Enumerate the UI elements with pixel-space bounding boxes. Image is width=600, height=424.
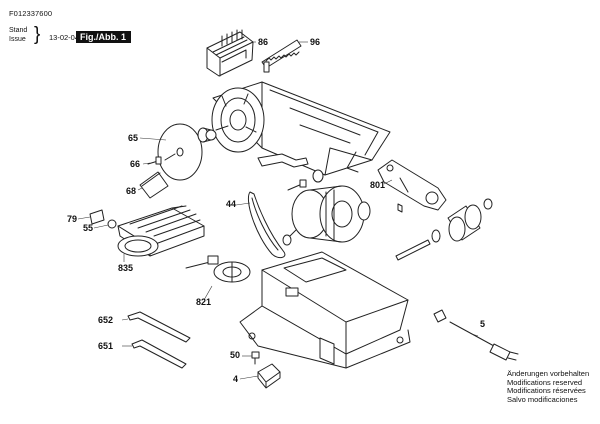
part-68-guard (139, 171, 169, 199)
callout-801: 801 (370, 180, 386, 190)
drum-roller (395, 198, 493, 261)
base-unit (239, 251, 411, 369)
part-66-screw (147, 156, 162, 165)
motor-assembly (282, 185, 371, 246)
callout-68: 68 (126, 186, 137, 196)
callout-50: 50 (230, 350, 241, 360)
callout-55: 55 (83, 223, 94, 233)
notice-en: Modifications reserved (507, 377, 583, 387)
modification-notice: Änderungen vorbehalten Modifications res… (507, 369, 590, 404)
callout-5: 5 (480, 319, 486, 329)
stand-label: Stand (9, 27, 28, 34)
callout-79: 79 (67, 214, 78, 224)
part-821-guide (185, 255, 251, 283)
part-50-screw (251, 351, 260, 365)
part-5-cable (433, 309, 519, 361)
figure-label: Fig./Abb. 1 (76, 31, 131, 43)
notice-de: Änderungen vorbehalten (507, 369, 590, 378)
callout-65: 65 (128, 133, 139, 143)
notice-fr: Modifications réservées (507, 386, 586, 396)
parts-hex-keys (127, 311, 191, 369)
part-835-table (117, 205, 205, 257)
stand-issue-labels: Stand Issue (9, 27, 27, 44)
callout-86: 86 (258, 37, 269, 47)
callout-835: 835 (118, 263, 134, 273)
issue-date: 13-02-04 (49, 33, 80, 42)
motor-screw (287, 169, 324, 191)
callout-44: 44 (226, 199, 237, 209)
part-86-guard (206, 29, 254, 77)
document-id: F012337600 (9, 9, 53, 18)
leader-lines (77, 41, 479, 380)
callout-821: 821 (196, 297, 212, 307)
brace-glyph: } (34, 24, 41, 45)
part-4-switch (257, 363, 281, 389)
notice-es: Salvo modificaciones (507, 394, 578, 404)
part-801-arm (377, 159, 447, 213)
main-housing (211, 81, 391, 176)
callout-96: 96 (310, 37, 321, 47)
part-96-strip (261, 39, 302, 73)
part-65-disc (157, 123, 203, 181)
part-44-belt (248, 191, 286, 259)
callout-652: 652 (98, 315, 114, 325)
callout-66: 66 (130, 159, 141, 169)
disc-hub (197, 127, 217, 143)
issue-label: Issue (9, 35, 26, 43)
clamp-lever (257, 153, 309, 168)
callout-651: 651 (98, 341, 114, 351)
part-79-knob (89, 209, 117, 229)
callout-4: 4 (233, 374, 239, 384)
